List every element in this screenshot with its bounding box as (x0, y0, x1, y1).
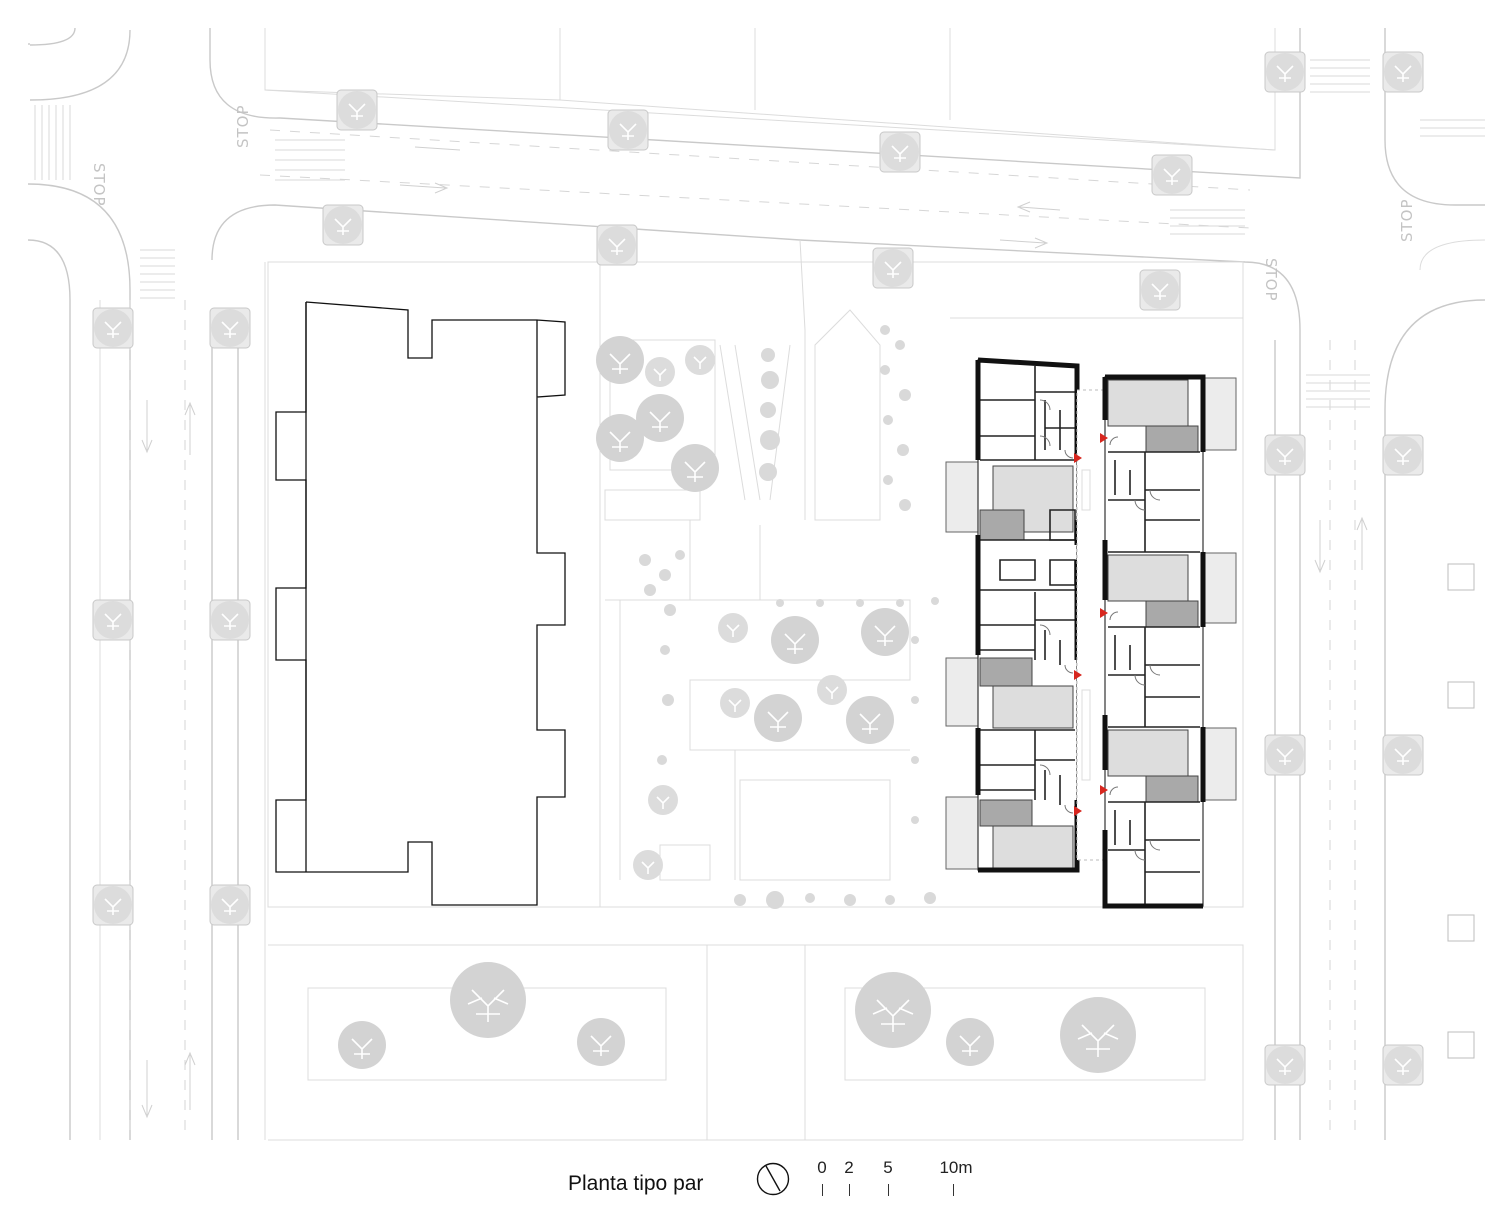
entrance-marker-icon (1074, 453, 1082, 463)
plan-caption: Planta tipo par (568, 1172, 704, 1195)
stop-label: STOP (234, 104, 252, 148)
entrance-marker-icon (1100, 433, 1108, 443)
terrace (1145, 775, 1199, 803)
scale-tick (849, 1184, 850, 1196)
scale-tick (888, 1184, 889, 1196)
stop-label: STOP (90, 163, 108, 207)
entrance-marker-icon (1100, 608, 1108, 618)
stop-label: STOP (1398, 198, 1416, 242)
terrace (992, 825, 1074, 869)
entrance-markers (1074, 433, 1108, 816)
new-building-left-block (945, 357, 1100, 873)
terrace (1145, 425, 1199, 453)
existing-building-outline (275, 301, 566, 906)
entrance-marker-icon (1100, 785, 1108, 795)
entrance-marker-icon (1074, 806, 1082, 816)
terrace (992, 685, 1074, 729)
terrace (979, 657, 1033, 687)
entrance-marker-icon (1074, 670, 1082, 680)
terrace (979, 799, 1033, 827)
scale-tick (953, 1184, 954, 1196)
scale-tick (822, 1184, 823, 1196)
stop-label: STOP (1262, 258, 1280, 302)
stop-labels: STOP STOP STOP STOP (90, 104, 1416, 301)
access-gallery (1076, 389, 1106, 861)
north-arrow-icon (756, 1162, 790, 1196)
scale-label: 10m (939, 1158, 973, 1177)
scale-label: 0 (817, 1158, 827, 1177)
new-building-right-block (1074, 374, 1237, 909)
terrace (1107, 379, 1189, 427)
scale-bar: 0 2 5 10m (808, 1158, 1008, 1202)
terrace (1145, 600, 1199, 628)
landscape (595, 309, 939, 909)
terrace (1107, 554, 1189, 602)
scale-label: 5 (883, 1158, 893, 1177)
terrace (1107, 729, 1189, 777)
scale-label: 2 (844, 1158, 854, 1177)
terrace (979, 509, 1025, 541)
park-trees (337, 961, 1137, 1074)
streets (27, 27, 1486, 1141)
